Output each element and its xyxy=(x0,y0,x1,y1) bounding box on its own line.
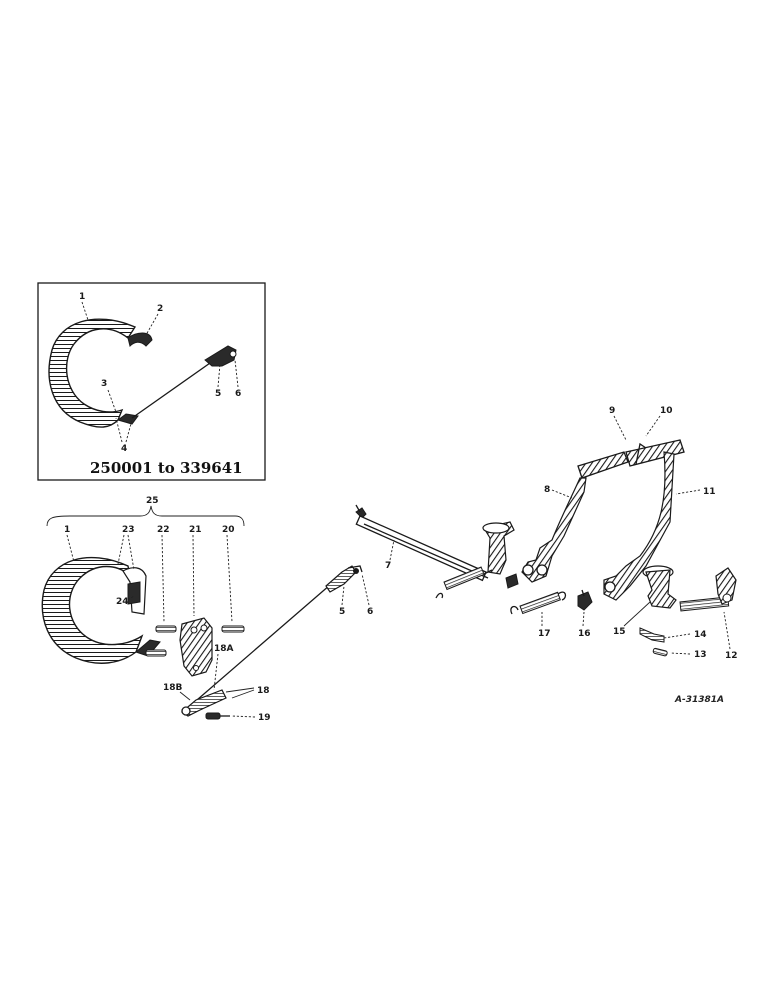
callout-inset-3: 3 xyxy=(101,379,107,389)
pin-22 xyxy=(155,625,177,633)
callout-20: 20 xyxy=(222,525,235,535)
drawing-reference: A-31381A xyxy=(674,695,724,705)
callout-8: 8 xyxy=(544,485,550,495)
inset-rod xyxy=(131,345,237,419)
serial-range-label: 250001 to 339641 xyxy=(90,459,243,477)
pin-20 xyxy=(221,625,245,633)
rod-18 xyxy=(181,565,363,717)
callout-inset-2: 2 xyxy=(157,304,163,314)
callout-23: 23 xyxy=(122,525,135,535)
pedal-11 xyxy=(603,439,685,601)
inset-brake-band xyxy=(48,318,153,428)
callout-inset-4: 4 xyxy=(121,444,127,454)
pin-lower xyxy=(145,649,167,657)
inset-panel: 1 2 3 4 5 6 250001 to 339641 xyxy=(37,282,266,481)
callout-21: 21 xyxy=(189,525,202,535)
fitting-16 xyxy=(577,589,593,611)
callout-18: 18 xyxy=(257,686,270,696)
latch-14 xyxy=(639,627,665,643)
fitting-small xyxy=(505,573,519,589)
callout-10: 10 xyxy=(660,406,673,416)
callout-7: 7 xyxy=(385,561,391,571)
callout-16: 16 xyxy=(578,629,591,639)
callout-19: 19 xyxy=(258,713,271,723)
shaft-12 xyxy=(679,567,737,612)
bolt-19 xyxy=(205,712,230,720)
callout-18A: 18A xyxy=(214,644,234,654)
inset-frame xyxy=(37,282,266,481)
callout-12: 12 xyxy=(725,651,738,661)
callout-15: 15 xyxy=(613,627,626,637)
shaft-bracket xyxy=(482,521,515,575)
clevis-21 xyxy=(179,617,213,677)
brake-band xyxy=(41,556,161,664)
callout-22: 22 xyxy=(157,525,170,535)
callout-25: 25 xyxy=(146,496,159,506)
bracket-15 xyxy=(642,565,677,609)
callout-11: 11 xyxy=(703,487,716,497)
callout-24: 24 xyxy=(116,597,129,607)
callout-5: 5 xyxy=(339,607,345,617)
callout-18B: 18B xyxy=(163,683,183,693)
callout-17: 17 xyxy=(538,629,551,639)
callout-inset-5: 5 xyxy=(215,389,221,399)
callout-9: 9 xyxy=(609,406,615,416)
callout-1: 1 xyxy=(64,525,70,535)
callout-6: 6 xyxy=(367,607,373,617)
callout-inset-1: 1 xyxy=(79,292,85,302)
callout-13: 13 xyxy=(694,650,707,660)
pedal-8 xyxy=(521,451,629,583)
pin-13 xyxy=(652,647,668,657)
callout-inset-6: 6 xyxy=(235,389,241,399)
callout-14: 14 xyxy=(694,630,707,640)
group-25-bracket: 25 xyxy=(46,496,245,527)
cross-shaft-7 xyxy=(355,504,489,582)
spring-17 xyxy=(510,591,567,615)
spring-small xyxy=(435,566,493,599)
